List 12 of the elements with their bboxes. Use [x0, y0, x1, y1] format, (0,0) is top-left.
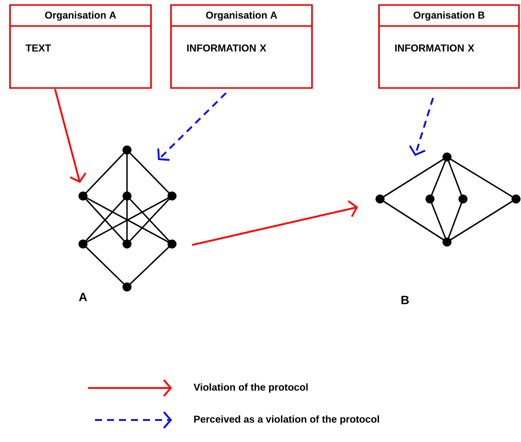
- network-drawing: [78, 146, 176, 292]
- arrow: [54, 88, 86, 183]
- organisation-box: Organisation B INFORMATION X: [378, 4, 520, 89]
- arrow: [157, 92, 227, 161]
- legend-text: Perceived as a violation of the protocol: [194, 415, 379, 425]
- organisation-box: Organisation A TEXT: [9, 4, 152, 89]
- legend-text: Violation of the protocol: [194, 383, 308, 393]
- network-label: B: [401, 296, 409, 304]
- arrow: [192, 200, 358, 246]
- organisation-box: Organisation A INFORMATION X: [170, 4, 313, 89]
- arrow: [409, 98, 434, 156]
- network-drawing: [376, 152, 520, 246]
